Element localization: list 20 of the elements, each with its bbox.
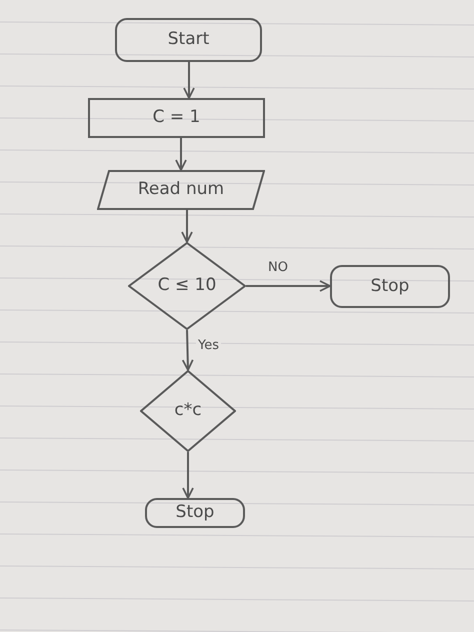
- node-label: C ≤ 10: [158, 274, 216, 298]
- node-label: Read num: [138, 178, 224, 202]
- terminal-box: [115, 18, 262, 62]
- input-parallelogram: [97, 170, 265, 210]
- arrow: [182, 330, 194, 371]
- decision-diamond: [140, 370, 236, 452]
- terminal-box: [145, 498, 245, 528]
- decision-diamond: [128, 242, 246, 330]
- arrow: [175, 138, 187, 171]
- node-label: Start: [168, 28, 210, 52]
- node-label: Stop: [176, 501, 214, 524]
- arrow: [246, 280, 331, 292]
- process-box: [88, 98, 265, 138]
- arrow: [183, 62, 195, 99]
- terminal-box: [330, 265, 450, 308]
- node-label: c*c: [174, 399, 202, 422]
- node-label: C = 1: [152, 106, 200, 130]
- node-label: Stop: [370, 274, 410, 298]
- arrow: [181, 210, 193, 243]
- arrow: [182, 452, 194, 499]
